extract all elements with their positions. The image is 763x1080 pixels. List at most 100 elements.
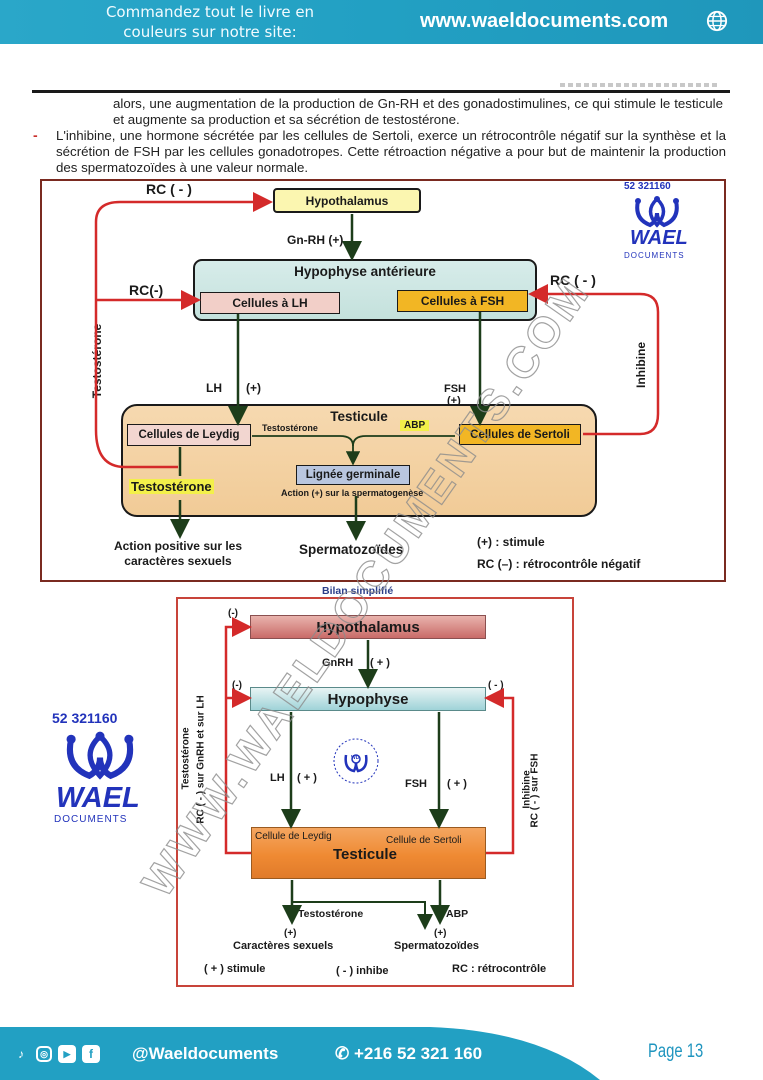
social-icons: ♪ ◎ ▶ f — [12, 1045, 100, 1063]
d1-hypothalamus-box: Hypothalamus — [273, 188, 421, 213]
logo-sub-left: DOCUMENTS — [54, 814, 128, 825]
social-handle[interactable]: @Waeldocuments — [132, 1044, 279, 1063]
d1-rc-left: RC(-) — [129, 282, 164, 298]
d1-cellules-fsh-box: Cellules à FSH — [397, 290, 528, 312]
globe-icon — [706, 10, 728, 32]
page-number: Page 13 — [648, 1041, 704, 1062]
d1-rc-top: RC ( - ) — [146, 181, 192, 197]
d1-leydig-label: Cellules de Leydig — [138, 429, 240, 441]
stethoscope-icon — [635, 196, 679, 228]
d1-lignee-label: Lignée germinale — [305, 469, 401, 481]
logo-brand-left: WAEL — [56, 782, 140, 814]
promo-line-2: couleurs sur notre site: — [123, 23, 297, 41]
d2-title: Bilan simplifié — [322, 585, 394, 597]
d1-hypophyse-label: Hypophyse antérieure — [294, 264, 436, 279]
d2-hypothalamus-label: Hypothalamus — [316, 618, 420, 636]
d2-output-left: Caractères sexuels — [233, 940, 334, 952]
d1-fsh-label: FSH — [444, 383, 466, 395]
tiktok-icon[interactable]: ♪ — [18, 1047, 24, 1061]
page-header-tag — [560, 83, 720, 87]
d2-left-vertical-1: Testostérone — [180, 727, 192, 790]
promo-line-1: Commandez tout le livre en — [105, 3, 315, 21]
bullet-dash: - — [33, 127, 38, 143]
d2-gnrh-label: GnRH — [322, 657, 354, 669]
d2-legend-2: ( - ) inhibe — [336, 965, 389, 977]
instagram-icon[interactable]: ◎ — [36, 1046, 52, 1062]
d2-hypothalamus-box: Hypothalamus — [250, 615, 486, 639]
d1-output-mid: Spermatozoïdes — [299, 542, 404, 557]
d2-gnrh-sign: ( + ) — [370, 657, 390, 669]
d1-hypothalamus-label: Hypothalamus — [305, 193, 389, 208]
d1-output-left: Action positive sur les caractères sexue… — [88, 539, 268, 569]
footer-shape — [0, 1027, 600, 1080]
d1-testosterone-small: Testostérone — [262, 423, 318, 433]
d1-lh-label: LH — [206, 381, 222, 395]
d1-output-left-1: Action positive sur les — [113, 539, 243, 553]
d1-action-label: Action (+) sur la spermatogenèse — [281, 488, 424, 498]
logo-brand: WAEL — [630, 227, 688, 249]
logo-phone-left: 52 321160 — [52, 710, 118, 726]
wael-stamp: WD — [332, 737, 380, 785]
top-rule — [32, 90, 730, 93]
phone-icon: ✆ — [335, 1044, 354, 1063]
stamp-icon — [333, 738, 379, 784]
logo-sub: DOCUMENTS — [624, 251, 685, 260]
d2-legend-3: RC : rétrocontrôle — [452, 963, 547, 975]
d2-legend-1: ( + ) stimule — [204, 963, 266, 975]
d2-right-vertical-2: RC ( - ) sur FSH — [529, 753, 541, 828]
d2-minus-right: ( - ) — [488, 680, 504, 691]
paragraph-2: L'inhibine, une hormone sécrétée par les… — [56, 128, 726, 175]
diagram-detailed-frame — [40, 179, 726, 582]
d2-minus-top: (-) — [228, 608, 238, 619]
d1-legend-2: RC (–) : rétrocontrôle négatif — [477, 557, 641, 571]
d2-hypophyse-label: Hypophyse — [327, 690, 409, 708]
d1-cellules-lh-box: Cellules à LH — [200, 292, 340, 314]
facebook-icon[interactable]: f — [82, 1045, 100, 1063]
d2-abp-label: ABP — [446, 908, 469, 920]
d1-testosterone-highlight: Testostérone — [129, 479, 214, 494]
wael-logo-top: 52 321160 WAEL DOCUMENTS — [618, 181, 698, 271]
d1-legend-1: (+) : stimule — [477, 535, 545, 549]
d1-lh-sign: (+) — [246, 381, 261, 395]
d2-fsh-sign: ( + ) — [447, 778, 467, 790]
d1-leydig-box: Cellules de Leydig — [127, 424, 251, 446]
promo-text: Commandez tout le livre en couleurs sur … — [60, 2, 360, 42]
wael-logo-left: 52 321160 WAEL DOCUMENTS — [50, 708, 155, 828]
d2-hypophyse-box: Hypophyse — [250, 687, 486, 711]
d1-output-left-2: caractères sexuels — [124, 554, 232, 568]
d1-cellules-lh-label: Cellules à LH — [232, 296, 308, 310]
d1-gnrh-label: Gn-RH (+) — [287, 233, 344, 247]
d1-cellules-fsh-label: Cellules à FSH — [420, 294, 505, 308]
d1-testosterone-vertical: Testostérone — [90, 323, 104, 399]
diagram-summary-frame — [176, 597, 574, 987]
d2-output-right: Spermatozoïdes — [394, 940, 479, 952]
d1-lignee-box: Lignée germinale — [296, 465, 410, 485]
logo-phone: 52 321160 — [624, 181, 671, 192]
paragraph-1: alors, une augmentation de la production… — [113, 96, 723, 127]
d1-testicule-box: Testicule — [121, 404, 597, 517]
stethoscope-icon-left — [66, 731, 134, 780]
d2-left-vertical-2: RC ( - ) sur GnRH et sur LH — [195, 695, 207, 824]
footer-phone[interactable]: ✆ +216 52 321 160 — [335, 1044, 482, 1064]
d1-testicule-label: Testicule — [330, 409, 388, 424]
youtube-icon[interactable]: ▶ — [58, 1045, 76, 1063]
d2-testicule-label: Testicule — [333, 846, 397, 863]
website-link[interactable]: www.waeldocuments.com — [420, 10, 669, 32]
d2-lh-label: LH — [270, 772, 285, 784]
stamp-initials: WD — [351, 755, 360, 761]
d2-testosterone-label: Testostérone — [298, 908, 364, 920]
d2-sertoli-label: Cellule de Sertoli — [386, 835, 462, 846]
d2-fsh-label: FSH — [405, 778, 427, 790]
d2-lh-sign: ( + ) — [297, 772, 317, 784]
d1-sertoli-box: Cellules de Sertoli — [459, 424, 581, 445]
d2-plus-right: (+) — [434, 928, 447, 939]
d1-abp-label: ABP — [400, 420, 430, 431]
d2-plus-left: (+) — [284, 928, 297, 939]
phone-number: +216 52 321 160 — [353, 1044, 483, 1063]
d2-leydig-label: Cellule de Leydig — [255, 831, 332, 842]
d1-sertoli-label: Cellules de Sertoli — [470, 428, 570, 441]
d1-inhibine-vertical: Inhibine — [634, 342, 648, 388]
promo-banner: Commandez tout le livre en couleurs sur … — [0, 0, 763, 44]
d2-minus-left: (-) — [232, 680, 242, 691]
d1-rc-right: RC ( - ) — [550, 272, 596, 288]
